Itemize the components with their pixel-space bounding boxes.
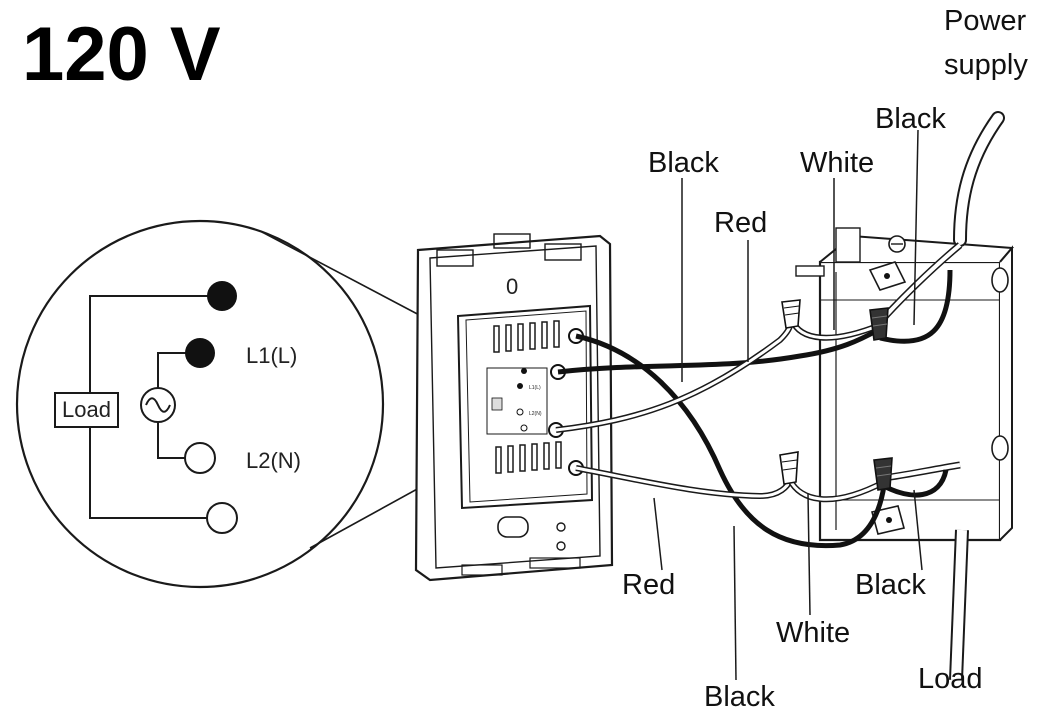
load-box [54,392,119,428]
mini-terminal-4 [520,424,528,432]
label-black-top-right: Black [875,103,946,135]
mini-l1-label: L1(L) [529,385,541,391]
mounting-hole-1 [556,522,566,532]
mini-terminal-1 [521,368,527,374]
top-tab-left [436,249,474,267]
top-tab-center [493,233,531,249]
red-wire-load [575,466,792,498]
terminal-block-inner [465,310,588,503]
label-power-supply-1: Power [944,5,1027,37]
box-bracket [835,227,861,263]
label-white-top: White [800,147,874,179]
backplate-inner [429,245,601,569]
terminal-load-top [207,281,237,311]
wire-nuts [779,299,893,491]
zero-mark: 0 [506,274,518,299]
bottom-tab-2 [529,557,581,569]
label-red-top: Red [714,207,767,239]
black-wire-l1 [557,327,880,375]
knockout-bottom [991,435,1009,461]
leader-lines [653,129,923,681]
wire-nut-top-left [781,299,801,329]
schematic-wire-bottom [89,427,222,519]
label-white-bottom: White [776,617,850,649]
label-black-bottom-right: Black [855,569,926,601]
label-load: Load [918,663,983,695]
mounting-hole-2 [556,541,566,551]
wire-nut-bottom-right [873,457,893,491]
wire-nut-top-right [869,307,889,341]
label-red-bottom: Red [622,569,675,601]
clamp-tab [795,265,825,277]
label-black-bottom: Black [704,681,775,713]
terminal-l1 [185,338,215,368]
label-power-supply-2: supply [944,49,1028,81]
box-black-wire-top [879,269,953,344]
thermostat-backplate: 0 L1(L) L2(N) [414,233,614,582]
voltage-title: 120 V [22,12,221,97]
box-black-wire-bottom [882,469,949,498]
black-wire-load [575,333,887,549]
terminal-l1-label: L1(L) [246,343,297,368]
sine-wave-icon [145,397,171,413]
label-black-top: Black [648,147,719,179]
wire-nut-bottom-left [779,451,799,485]
mini-schematic [486,367,548,435]
knockout-top [991,267,1009,293]
inset-circle [15,219,385,589]
mini-load-box [491,397,503,411]
box-side [999,245,1013,541]
top-tab-right [544,243,582,261]
mini-terminal-3 [516,408,524,416]
terminal-load-bottom [206,502,238,534]
load-cable [951,529,967,681]
mini-terminal-2 [517,383,523,389]
power-supply-cable [955,113,1003,245]
vents-bottom [495,441,562,474]
vents-top [493,320,560,353]
schematic-inset: Load L1(L) L2(N) [15,219,491,589]
schematic-wire-top [89,295,222,393]
mounting-slot [497,516,529,538]
bottom-tab-1 [461,564,503,576]
terminal-block [456,304,594,510]
terminal-l2-label: L2(N) [246,448,301,473]
mini-l2-label: L2(N) [529,411,542,417]
terminal-l2 [184,442,216,474]
load-box-label: Load [62,397,111,422]
